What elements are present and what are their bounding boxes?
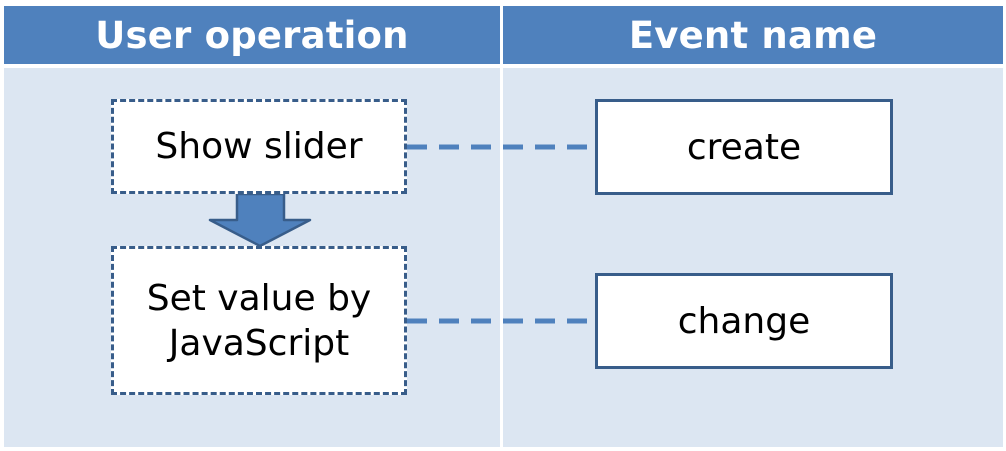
operation-label-line2: JavaScript [168,322,350,364]
event-box-change: change [595,273,893,369]
user-operation-header: User operation [4,6,500,64]
event-box-create: create [595,99,893,195]
operation-box-show-slider: Show slider [111,99,407,194]
operation-box-set-value: Set value by JavaScript [111,246,407,395]
event-name-header: Event name [503,6,1003,64]
event-label: create [686,126,802,168]
operation-label-line1: Set value by [146,277,372,319]
event-label: change [677,300,811,342]
operation-label: Show slider [155,126,363,167]
arrow-down-icon [208,192,312,248]
